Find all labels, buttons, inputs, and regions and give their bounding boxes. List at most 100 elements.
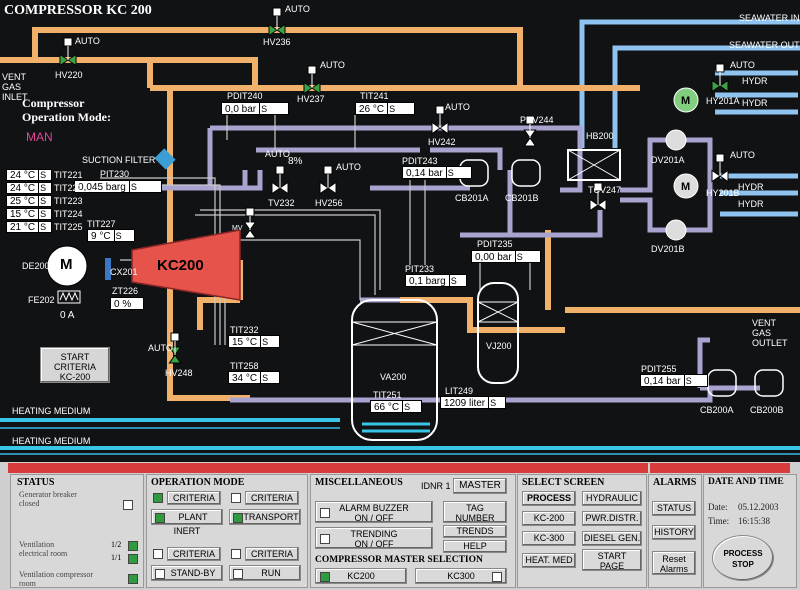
tag-number-button[interactable]: TAG NUMBER xyxy=(443,501,507,523)
tag-pdit240: PDIT240 xyxy=(227,91,263,101)
hydr-label-2: HYDR xyxy=(742,98,768,108)
kc300-master-button[interactable]: KC300 xyxy=(415,568,507,584)
valve-percent-tv232: 8% xyxy=(288,156,303,167)
reset-alarms-button[interactable]: Reset Alarms xyxy=(652,551,696,575)
alarm-history-button[interactable]: HISTORY xyxy=(652,525,696,540)
criteria-button-1[interactable]: CRITERIA xyxy=(167,491,221,505)
svg-text:M: M xyxy=(681,181,690,193)
pwr-distr-screen-button[interactable]: PWR.DISTR. xyxy=(582,511,642,526)
hv220-valve-actuator xyxy=(63,37,73,47)
va200-vessel xyxy=(351,299,438,441)
master-button[interactable]: MASTER xyxy=(453,478,507,494)
valve-auto-hv256: AUTO xyxy=(336,162,361,172)
plant-inert-button[interactable]: PLANT INERT xyxy=(151,509,223,536)
compressor-mode-label2: Operation Mode: xyxy=(22,110,111,124)
valve-tag-hv242: HV242 xyxy=(428,137,456,147)
criteria-button-2[interactable]: CRITERIA xyxy=(245,491,299,505)
kc300-screen-button[interactable]: KC-300 xyxy=(522,531,576,546)
temperature-tag: TIT224 xyxy=(54,209,83,219)
criteria2-indicator xyxy=(231,493,241,503)
cx201-label: CX201 xyxy=(110,267,138,277)
value-zt226[interactable]: 0 % xyxy=(110,297,144,310)
vent-gas-outlet-label: VENT GAS OUTLET xyxy=(752,318,788,348)
kc200-screen-button[interactable]: KC-200 xyxy=(522,511,576,526)
status-title: STATUS xyxy=(17,477,55,488)
hv236-valve[interactable] xyxy=(268,23,286,37)
standby-button[interactable]: STAND-BY xyxy=(151,565,223,581)
hydr-label-1: HYDR xyxy=(742,76,768,86)
start-criteria-kc200-button[interactable]: START CRITERIA KC-200 xyxy=(40,347,110,383)
criteria-button-4[interactable]: CRITERIA xyxy=(245,547,299,561)
status-section: STATUS Generator breaker closed Ventilat… xyxy=(10,474,144,588)
valve-auto-hy201b: AUTO xyxy=(730,150,755,160)
run-button[interactable]: RUN xyxy=(229,565,301,581)
time-value: 16:15:38 xyxy=(738,516,771,526)
tag-tit241: TIT241 xyxy=(360,91,389,101)
standby-indicator xyxy=(155,569,165,579)
valve-auto-hv242: AUTO xyxy=(445,102,470,112)
operation-mode-section: OPERATION MODE CRITERIA CRITERIA PLANT I… xyxy=(146,474,308,588)
criteria1-indicator xyxy=(153,493,163,503)
trends-button[interactable]: TRENDS xyxy=(443,525,507,538)
valve-tag-pcv244: PCV244 xyxy=(520,115,554,125)
kc300-master-indicator xyxy=(492,572,502,582)
tag-pdit255: PDIT255 xyxy=(641,364,677,374)
status-line-1: Generator breaker xyxy=(19,490,77,499)
diesel-gen-screen-button[interactable]: DIESEL GEN. xyxy=(582,531,642,546)
hv242-valve[interactable] xyxy=(431,121,449,135)
hv248-valve-actuator xyxy=(170,332,180,342)
valve-auto-hv248: AUTO xyxy=(148,343,173,353)
alarm-buzzer-button[interactable]: ALARM BUZZER ON / OFF xyxy=(315,501,433,523)
kc200-master-button[interactable]: KC200 xyxy=(315,568,407,584)
status-ratio-1: 1/2 xyxy=(111,540,122,549)
mv-valve-actuator xyxy=(245,207,255,217)
start-page-button[interactable]: START PAGE xyxy=(582,549,642,571)
date-label: Date: xyxy=(708,502,728,512)
alarms-section: ALARMS STATUS HISTORY Reset Alarms xyxy=(648,474,702,588)
valve-tag-tcv247: TCV247 xyxy=(588,185,622,195)
alarm-status-button[interactable]: STATUS xyxy=(652,501,696,516)
tag-lit249: LIT249 xyxy=(445,386,474,396)
heat-med-screen-button[interactable]: HEAT. MED xyxy=(522,553,576,568)
criteria-button-3[interactable]: CRITERIA xyxy=(167,547,221,561)
heating-medium-label-1: HEATING MEDIUM xyxy=(12,406,91,416)
help-button[interactable]: HELP xyxy=(443,540,507,553)
transport-button[interactable]: TRANSPORT xyxy=(229,509,301,525)
datetime-section: DATE AND TIME Date: 05.12.2003 Time: 16:… xyxy=(703,474,797,588)
temperature-tag: TIT221 xyxy=(54,170,83,180)
criteria4-indicator xyxy=(231,549,241,559)
hv237-valve-actuator xyxy=(307,65,317,75)
cb200b-label: CB200B xyxy=(750,405,784,415)
hydraulic-screen-button[interactable]: HYDRAULIC xyxy=(582,491,642,506)
process-stop-button[interactable]: PROCESS STOP xyxy=(712,535,774,581)
process-screen-button[interactable]: PROCESS xyxy=(522,491,576,506)
valve-tag-tv232: TV232 xyxy=(268,198,295,208)
criteria3-indicator xyxy=(153,549,163,559)
vj200-label: VJ200 xyxy=(486,341,512,351)
valve-auto-hv220: AUTO xyxy=(75,36,100,46)
valve-tag-hv256: HV256 xyxy=(315,198,343,208)
valve-tag-hy201b: HY201B xyxy=(706,188,740,198)
trending-button[interactable]: TRENDING ON / OFF xyxy=(315,527,433,549)
status-check-generator xyxy=(123,500,133,510)
tag-tit251: TIT251 xyxy=(373,390,402,400)
trending-indicator xyxy=(320,534,330,544)
